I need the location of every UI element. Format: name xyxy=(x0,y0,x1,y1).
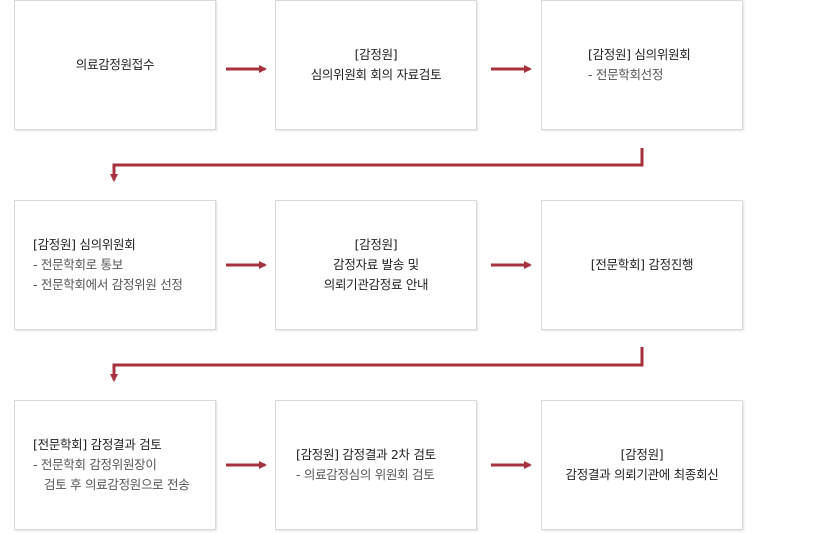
step-title: [감정원] xyxy=(620,447,664,462)
step-box-9: [감정원] 감정결과 의뢰기관에 최종회신 xyxy=(541,400,743,530)
step-title: [감정원] xyxy=(354,47,398,62)
step-line: - 전문학회 감정위원장이 xyxy=(33,457,157,472)
step-line: 심의위원회 회의 자료검토 xyxy=(310,67,442,82)
step-box-5: [감정원] 감정자료 발송 및 의뢰기관감정료 안내 xyxy=(275,200,477,330)
step-line: 검토 후 의료감정원으로 전송 xyxy=(33,477,190,492)
step-title: [전문학회] 감정결과 검토 xyxy=(33,437,162,452)
step-title: [감정원] 심의위원회 xyxy=(33,237,136,252)
step-box-7: [전문학회] 감정결과 검토 - 전문학회 감정위원장이 검토 후 의료감정원으… xyxy=(14,400,216,530)
step-title: 의료감정원접수 xyxy=(75,57,155,72)
arrow-step6-to-step7 xyxy=(110,347,644,382)
arrow-step3-to-step4 xyxy=(110,148,644,182)
step-box-1: 의료감정원접수 xyxy=(14,0,216,130)
step-title: [전문학회] 감정진행 xyxy=(590,257,694,272)
step-title: [감정원] 심의위원회 xyxy=(588,47,691,62)
step-line: 감정자료 발송 및 xyxy=(333,257,419,272)
step-box-2: [감정원] 심의위원회 회의 자료검토 xyxy=(275,0,477,130)
step-box-6: [전문학회] 감정진행 xyxy=(541,200,743,330)
step-line: - 전문학회에서 감정위원 선정 xyxy=(33,277,183,292)
step-box-4: [감정원] 심의위원회 - 전문학회로 통보 - 전문학회에서 감정위원 선정 xyxy=(14,200,216,330)
step-title: [감정원] xyxy=(354,237,398,252)
step-box-8: [감정원] 감정결과 2차 검토 - 의료감정심의 위원회 검토 xyxy=(275,400,477,530)
step-box-3: [감정원] 심의위원회 - 전문학회선정 xyxy=(541,0,743,130)
step-line: - 의료감정심의 위원회 검토 xyxy=(296,467,435,482)
step-line: - 전문학회선정 xyxy=(588,67,664,82)
step-line: - 전문학회로 통보 xyxy=(33,257,123,272)
step-title: [감정원] 감정결과 2차 검토 xyxy=(296,447,436,462)
step-line: 의뢰기관감정료 안내 xyxy=(323,277,429,292)
step-line: 감정결과 의뢰기관에 최종회신 xyxy=(565,467,719,482)
